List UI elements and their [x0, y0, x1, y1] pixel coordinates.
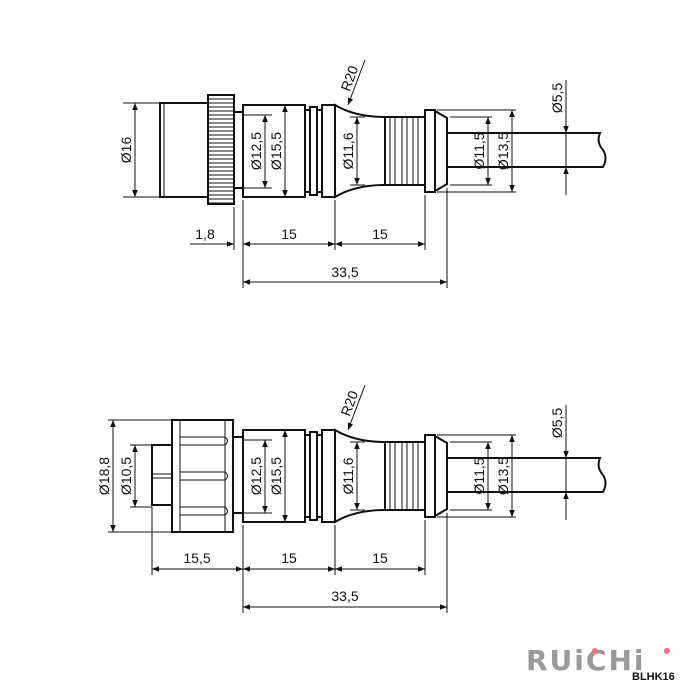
knurled-nut [207, 94, 235, 205]
dim-tail-inner-diameter: Ø11,5 [471, 457, 487, 494]
dim-total-length: 33,5 [331, 588, 358, 604]
dim-tail-inner-diameter: Ø11,5 [471, 132, 487, 169]
dim-neck-diameter: Ø11,6 [340, 132, 356, 169]
dim-nut-diameter: Ø18,8 [96, 457, 112, 495]
coupling-nut [171, 419, 234, 533]
logo-text: RUiCHi [526, 644, 645, 677]
dim-socket-diameter: Ø10,5 [118, 457, 134, 495]
dim-body-length: 15 [281, 226, 297, 242]
dim-body-outer-diameter: Ø15,5 [268, 132, 284, 170]
logo-dot [592, 648, 598, 654]
model-code: BLHK16 [632, 671, 675, 683]
dim-body-inner-diameter: Ø12,5 [248, 457, 264, 495]
dim-body-outer-diameter: Ø15,5 [268, 457, 284, 495]
dim-body-length: 15 [281, 550, 297, 566]
bottom-view: Ø18,8 Ø10,5 Ø12,5 Ø15,5 Ø11,6 Ø11,5 Ø13,… [96, 385, 606, 613]
socket-insert [151, 436, 244, 514]
dim-cable-diameter: Ø5,5 [549, 83, 565, 114]
dim-body-inner-diameter: Ø12,5 [248, 132, 264, 170]
dim-neck-diameter: Ø11,6 [340, 457, 356, 494]
plug-pin [159, 102, 244, 198]
dim-cable-diameter: Ø5,5 [549, 408, 565, 439]
logo-dot [664, 648, 670, 654]
dim-tail-outer-diameter: Ø13,5 [495, 132, 511, 170]
dim-boot-length: 15 [372, 550, 388, 566]
dim-radius: R20 [337, 63, 361, 93]
dim-gap-length: 1,8 [195, 226, 215, 242]
dim-total-length: 33,5 [331, 264, 358, 280]
dim-front-length: 15,5 [183, 550, 210, 566]
dim-radius: R20 [337, 388, 361, 418]
dim-boot-length: 15 [372, 226, 388, 242]
top-view: Ø16 Ø12,5 Ø15,5 Ø11,6 Ø11,5 Ø13,5 Ø5,5 R… [118, 60, 606, 288]
brand-logo: RUiCHi BLHK16 [526, 644, 675, 683]
dim-plug-diameter: Ø16 [118, 137, 134, 164]
dim-tail-outer-diameter: Ø13,5 [495, 457, 511, 495]
